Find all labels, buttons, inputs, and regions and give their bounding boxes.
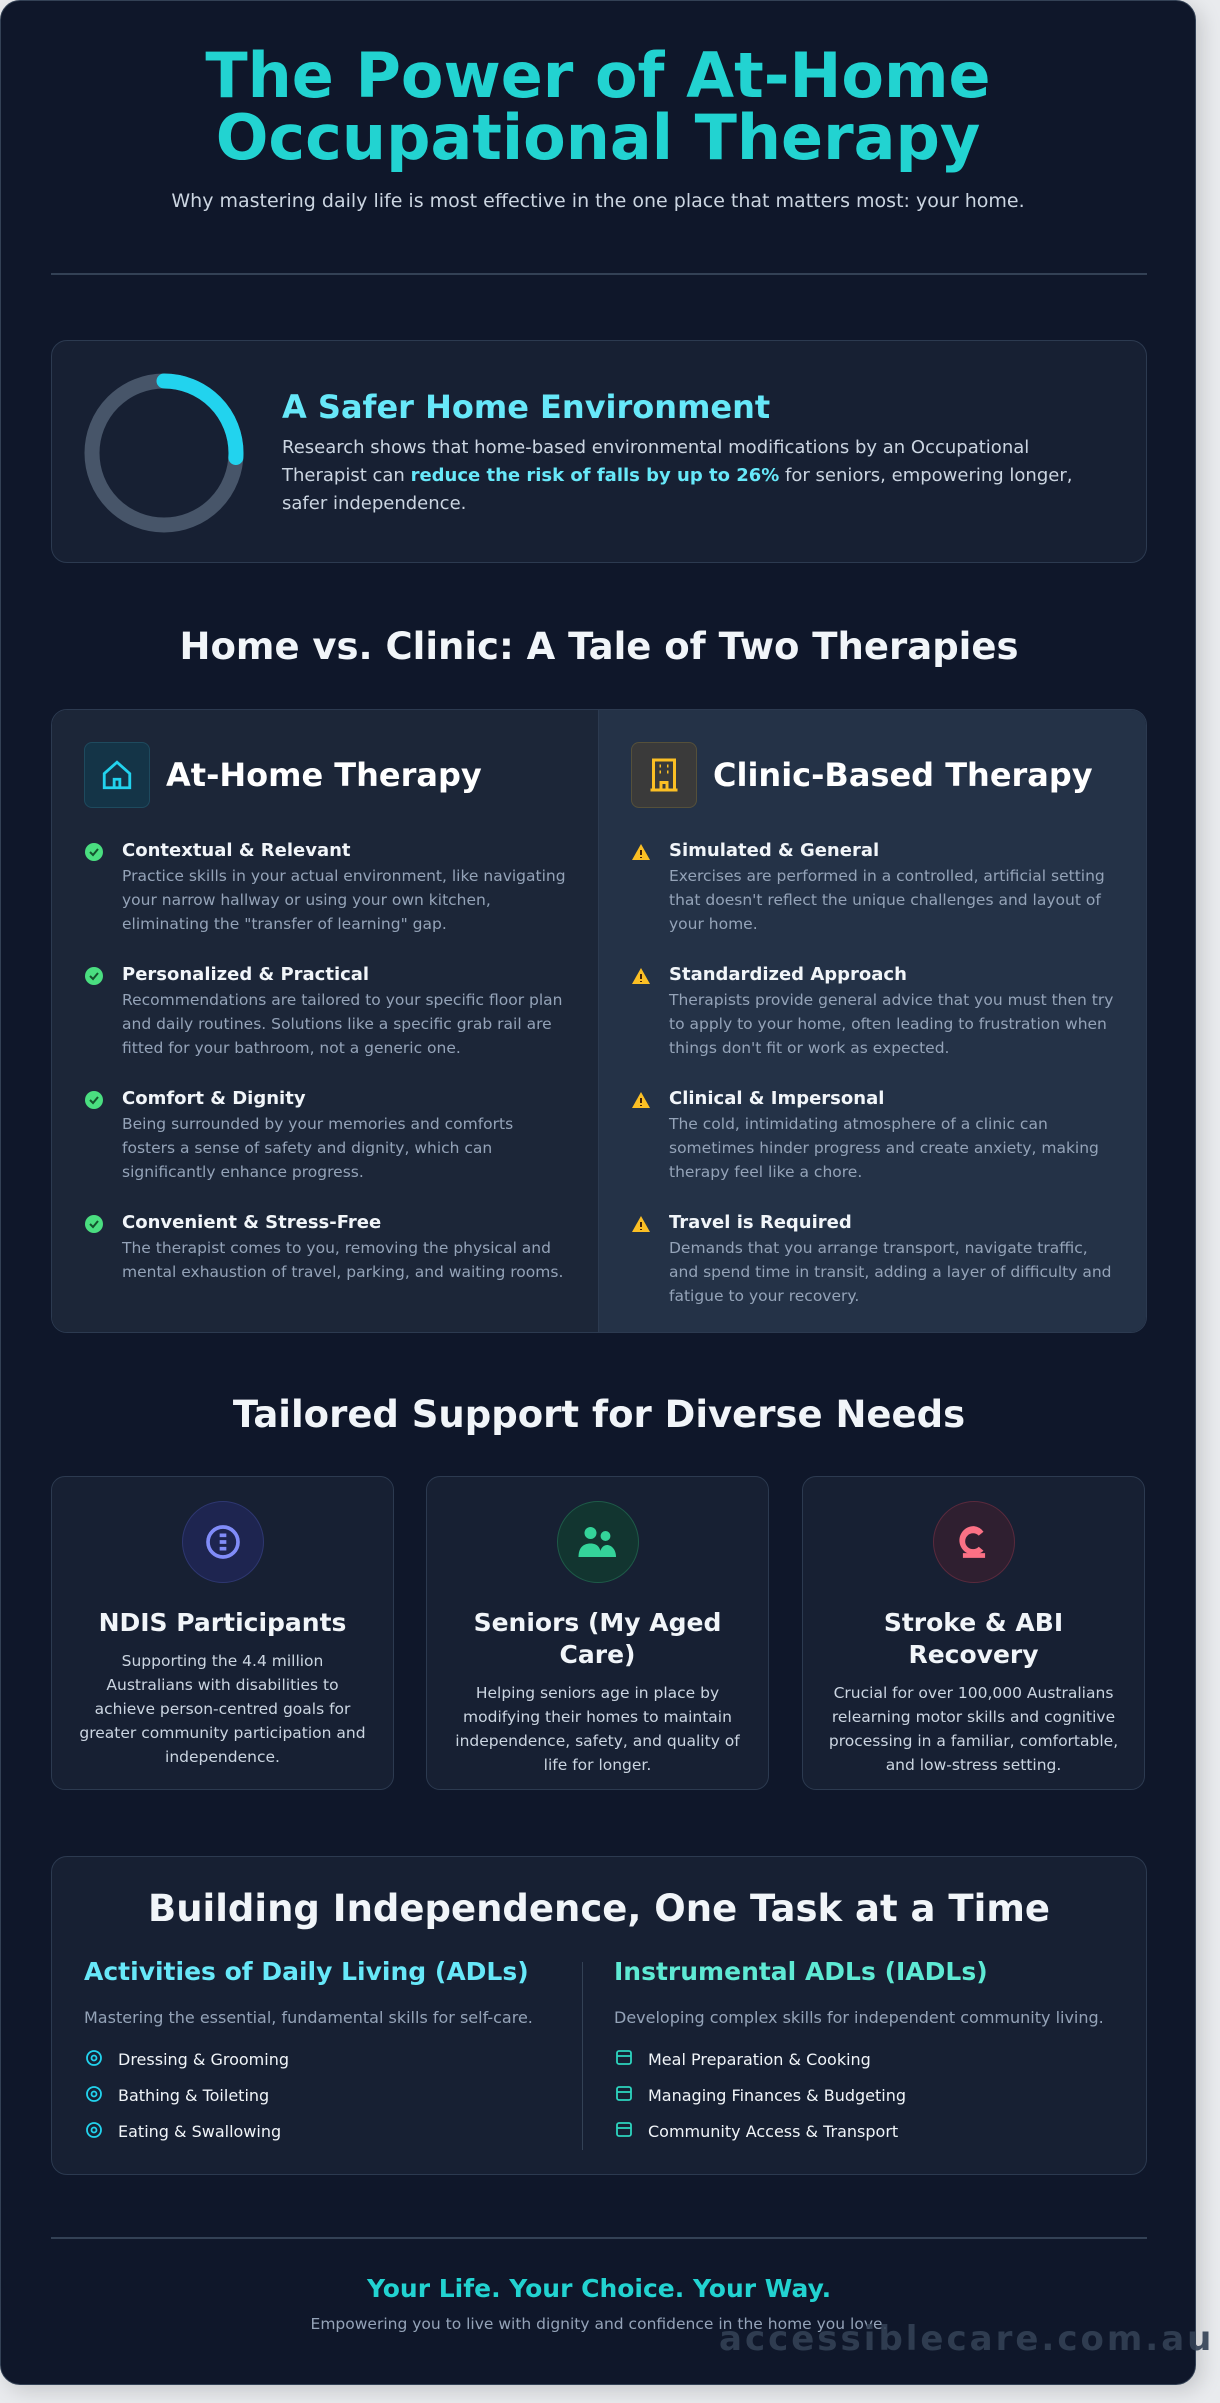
item-text: Demands that you arrange transport, navi… — [669, 1239, 1112, 1305]
adl-item: Dressing & Grooming — [84, 2041, 584, 2077]
check-circle-icon — [84, 964, 104, 1088]
check-circle-icon — [84, 1088, 104, 1212]
item-text: The cold, intimidating atmosphere of a c… — [669, 1115, 1099, 1181]
audience-title: Stroke & ABI Recovery — [883, 1608, 1064, 1669]
item-title: Travel is Required — [669, 1212, 852, 1233]
warning-icon — [631, 840, 651, 964]
adl-desc: Mastering the essential, fundamental ski… — [84, 2008, 533, 2027]
item-text: Exercises are performed in a controlled,… — [669, 867, 1105, 933]
item-text: The therapist comes to you, removing the… — [122, 1239, 564, 1281]
adl-item: Bathing & Toileting — [84, 2077, 584, 2113]
footer-tagline: Your Life. Your Choice. Your Way. — [366, 2274, 832, 2303]
home-icon — [84, 742, 150, 808]
check-circle-icon — [84, 1212, 104, 1332]
phone-icon — [614, 2119, 634, 2143]
iadl-item: Managing Finances & Budgeting — [614, 2077, 1114, 2113]
item-text: Recommendations are tailored to your spe… — [122, 991, 563, 1057]
iadl-title: Instrumental ADLs (IADLs) — [614, 1957, 988, 1986]
seniors-icon — [556, 1501, 639, 1583]
shirt-icon — [84, 2047, 104, 2071]
adl-item: Eating & Swallowing — [84, 2113, 584, 2149]
clinic-title: Clinic-Based Therapy — [713, 756, 1093, 794]
home-title: At-Home Therapy — [166, 756, 482, 794]
adl-title: Activities of Daily Living (ADLs) — [84, 1957, 529, 1986]
clinic-column: Clinic-Based Therapy Simulated & General… — [599, 710, 1146, 1332]
ndis-icon — [181, 1501, 264, 1583]
iadl-column: Instrumental ADLs (IADLs) Developing com… — [614, 1957, 1114, 2149]
audience-text: Crucial for over 100,000 Australians rel… — [828, 1684, 1119, 1774]
divider — [51, 273, 1147, 275]
bath-icon — [84, 2083, 104, 2107]
item-title: Simulated & General — [669, 840, 880, 861]
audience-card: Seniors (My Aged Care) Helping seniors ag… — [426, 1476, 769, 1790]
footer-subtext: Empowering you to live with dignity and … — [310, 2315, 888, 2333]
item-title: Contextual & Relevant — [122, 840, 351, 861]
item-title: Comfort & Dignity — [122, 1088, 306, 1109]
item-title: Clinical & Impersonal — [669, 1088, 885, 1109]
stat-text: Research shows that home-based environme… — [282, 437, 1073, 514]
divider — [51, 2237, 1147, 2239]
iadl-item: Community Access & Transport — [614, 2113, 1114, 2149]
stat-title: A Safer Home Environment — [282, 388, 771, 426]
comparison-heading: Home vs. Clinic: A Tale of Two Therapies — [179, 625, 1019, 668]
audience-text: Supporting the 4.4 million Australians w… — [79, 1652, 366, 1766]
page-title: The Power of At-Home Occupational Therap… — [205, 39, 991, 174]
building-icon — [631, 742, 697, 808]
audiences-heading: Tailored Support for Diverse Needs — [232, 1393, 966, 1436]
audience-title: NDIS Participants — [98, 1608, 347, 1637]
adl-column: Activities of Daily Living (ADLs) Master… — [84, 1957, 584, 2149]
warning-icon — [631, 1212, 651, 1332]
item-title: Personalized & Practical — [122, 964, 370, 985]
watermark: accessiblecare.com.au — [719, 2319, 1215, 2359]
item-text: Being surrounded by your memories and co… — [122, 1115, 514, 1181]
adl-heading: Building Independence, One Task at a Tim… — [148, 1887, 1050, 1930]
iadl-item: Meal Preparation & Cooking — [614, 2041, 1114, 2077]
cooking-icon — [614, 2047, 634, 2071]
warning-icon — [631, 1088, 651, 1212]
stat-card: A Safer Home Environment Research shows … — [51, 340, 1147, 563]
audience-title: Seniors (My Aged Care) — [473, 1608, 722, 1669]
brain-icon — [932, 1501, 1015, 1583]
audience-text: Helping seniors age in place by modifyin… — [455, 1684, 740, 1774]
item-text: Therapists provide general advice that y… — [669, 991, 1114, 1057]
warning-icon — [631, 964, 651, 1088]
adl-card: Building Independence, One Task at a Tim… — [51, 1856, 1147, 2175]
item-title: Standardized Approach — [669, 964, 907, 985]
utensils-icon — [84, 2119, 104, 2143]
page-subtitle: Why mastering daily life is most effecti… — [171, 190, 1025, 212]
progress-ring — [84, 373, 244, 533]
divider — [582, 1962, 583, 2150]
wallet-icon — [614, 2083, 634, 2107]
item-text: Practice skills in your actual environme… — [122, 867, 566, 933]
stat-highlight: reduce the risk of falls by up to 26% — [410, 465, 780, 486]
check-circle-icon — [84, 840, 104, 964]
item-title: Convenient & Stress-Free — [122, 1212, 382, 1233]
iadl-desc: Developing complex skills for independen… — [614, 2008, 1104, 2027]
